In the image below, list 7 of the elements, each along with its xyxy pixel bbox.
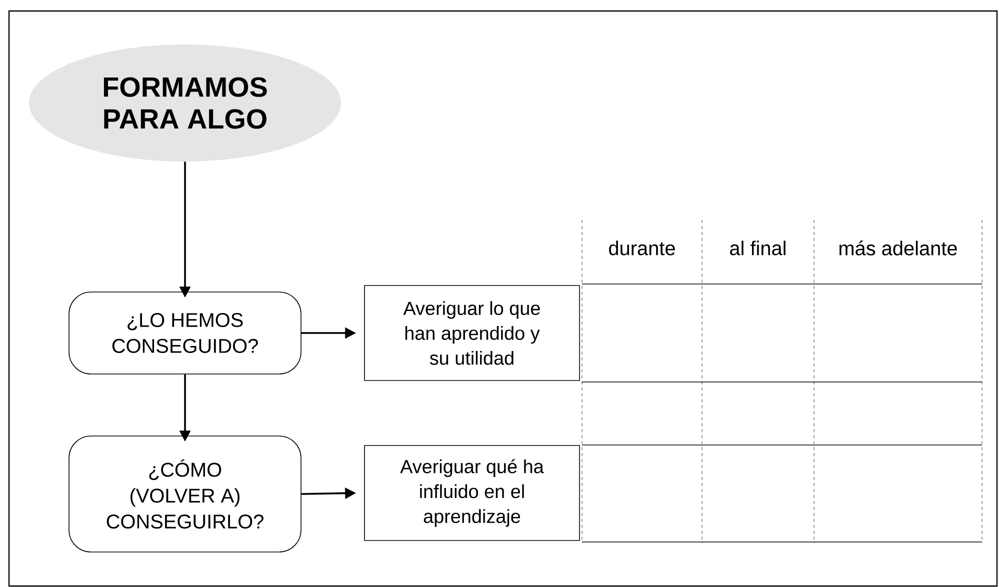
process-box: Averiguar lo que han aprendido y su utilidad <box>364 285 580 381</box>
column-header: durante <box>609 240 675 256</box>
column-header: al final <box>730 240 786 256</box>
question-box: ¿CÓMO (VOLVER A) CONSEGUIRLO? <box>68 436 302 552</box>
question-box: ¿LO HEMOS CONSEGUIDO? <box>68 292 302 374</box>
process-box: Averiguar qué ha influido en el aprendizaje <box>364 445 580 541</box>
column-header: más adelante <box>840 240 957 256</box>
